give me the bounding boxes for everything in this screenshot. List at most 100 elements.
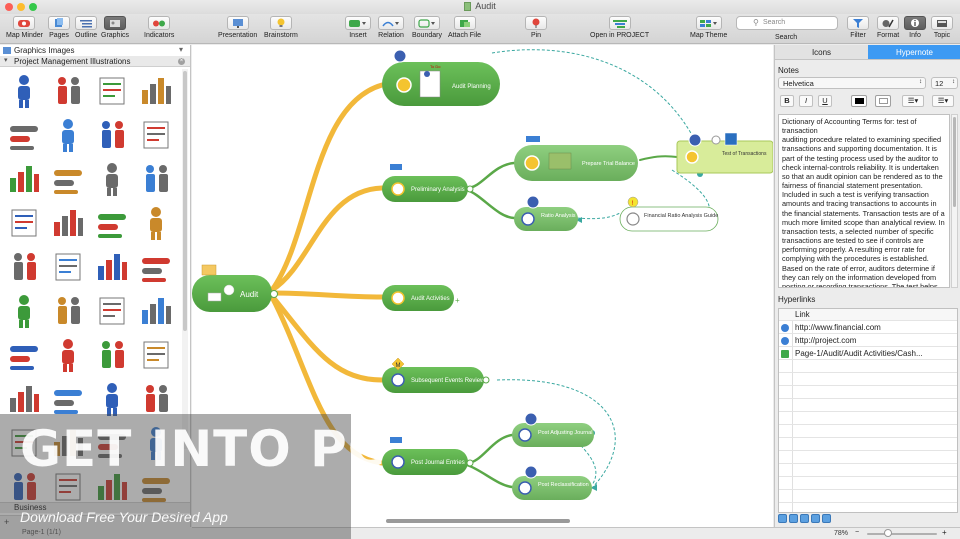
close-window-button[interactable] — [5, 3, 13, 11]
minimize-window-button[interactable] — [17, 3, 25, 11]
toolbar-attach-file[interactable]: Attach File — [448, 16, 481, 39]
topic-preliminary-analysis[interactable]: Preliminary Analysis — [382, 164, 474, 202]
expand-icon[interactable]: + — [455, 296, 460, 305]
topic-post-reclassification[interactable]: Post Reclassification — [512, 465, 592, 500]
clipart-thumbnail[interactable] — [90, 113, 134, 157]
underline-button[interactable]: U — [818, 95, 832, 107]
collapse-toggle[interactable] — [482, 376, 490, 384]
notes-editor[interactable]: Dictionary of Accounting Terms for: test… — [778, 114, 950, 288]
toolbar-pin[interactable]: Pin — [525, 16, 547, 39]
mind-map[interactable]: Audit To Do Audit Planning Prelim — [192, 45, 773, 527]
clipart-thumbnail[interactable] — [46, 465, 90, 509]
canvas-scroll-thumb[interactable] — [386, 519, 570, 523]
clipart-thumbnail[interactable] — [2, 333, 46, 377]
clipart-thumbnail[interactable] — [2, 421, 46, 465]
table-row[interactable]: Page-1/Audit/Audit Activities/Cash... — [779, 348, 957, 360]
add-email-link-icon[interactable] — [811, 514, 820, 523]
zoom-window-button[interactable] — [29, 3, 37, 11]
clipart-thumbnail[interactable] — [2, 69, 46, 113]
clipart-thumbnail[interactable] — [90, 157, 134, 201]
clipart-thumbnail[interactable] — [90, 377, 134, 421]
toolbar-insert[interactable]: Insert — [345, 16, 371, 39]
zoom-out-icon[interactable]: − — [855, 529, 860, 536]
zoom-slider-knob[interactable] — [884, 529, 892, 537]
topic-prepare-trial-balance[interactable]: Prepare Trial Balance — [514, 136, 638, 181]
clipart-thumbnail[interactable] — [2, 157, 46, 201]
table-row[interactable]: http://project.com — [779, 335, 957, 347]
clipart-thumbnail[interactable] — [90, 201, 134, 245]
clipart-thumbnail[interactable] — [46, 289, 90, 333]
library-scrollbar[interactable] — [182, 69, 188, 449]
toolbar-brainstorm[interactable]: Brainstorm — [264, 16, 298, 39]
map-canvas[interactable]: Audit To Do Audit Planning Prelim — [192, 45, 773, 527]
notes-scrollbar[interactable] — [951, 114, 958, 288]
collapse-toggle[interactable] — [466, 185, 474, 193]
clipart-thumbnail[interactable] — [134, 465, 178, 509]
clipart-thumbnail[interactable] — [46, 377, 90, 421]
toolbar-boundary[interactable]: Boundary — [412, 16, 442, 39]
topic-audit-activities[interactable]: Audit Activities + — [382, 285, 460, 311]
clipart-thumbnail[interactable] — [90, 245, 134, 289]
add-topic-link-icon[interactable] — [800, 514, 809, 523]
clipart-thumbnail[interactable] — [46, 333, 90, 377]
category-header[interactable]: ▾ Project Management Illustrations × — [0, 56, 190, 67]
topic-subsequent-events-review[interactable]: Subsequent Events Review M — [382, 357, 490, 393]
topic-post-adjusting-journal[interactable]: Post Adjusting Journal — [512, 412, 594, 447]
add-file-link-icon[interactable] — [789, 514, 798, 523]
toolbar-map-minder[interactable]: Map Minder — [6, 16, 43, 39]
alignment-button[interactable]: ☰▾ — [932, 95, 954, 107]
toolbar-pages[interactable]: Pages — [48, 16, 70, 39]
clipart-thumbnail[interactable] — [2, 113, 46, 157]
list-style-button[interactable]: ☰▾ — [902, 95, 924, 107]
font-family-select[interactable]: Helvetica↕ — [778, 77, 926, 89]
clipart-thumbnail[interactable] — [134, 201, 178, 245]
background-color-swatch[interactable] — [875, 95, 891, 107]
topic-ratio-analysis[interactable]: Ratio Analysis — [514, 195, 578, 231]
add-web-link-icon[interactable] — [778, 514, 787, 523]
clipart-thumbnail[interactable] — [46, 201, 90, 245]
topic-audit[interactable]: Audit — [192, 264, 278, 312]
toolbar-open-in-project[interactable]: Open in PROJECT — [590, 16, 649, 39]
collapse-toggle[interactable] — [270, 290, 278, 298]
remove-category-icon[interactable]: × — [178, 58, 185, 65]
clipart-thumbnail[interactable] — [2, 465, 46, 509]
bold-button[interactable]: B — [780, 95, 794, 107]
canvas-horizontal-scrollbar[interactable] — [192, 517, 773, 525]
clipart-thumbnail[interactable] — [90, 333, 134, 377]
topic-financial-ratio-guide[interactable]: Financial Ratio Analysis Guide ! — [619, 196, 719, 232]
toolbar-topic[interactable]: Topic — [931, 16, 953, 39]
clipart-thumbnail[interactable] — [2, 377, 46, 421]
category-business[interactable]: Business — [0, 502, 190, 513]
add-icon[interactable]: + — [4, 517, 10, 527]
clipart-thumbnail[interactable] — [90, 69, 134, 113]
clipart-thumbnail[interactable] — [2, 289, 46, 333]
toolbar-indicators[interactable]: Indicators — [144, 16, 174, 39]
clipart-thumbnail[interactable] — [46, 157, 90, 201]
table-row[interactable]: http://www.financial.com — [779, 322, 957, 334]
clipart-thumbnail[interactable] — [134, 113, 178, 157]
tab-icons[interactable]: Icons — [775, 45, 868, 60]
clipart-thumbnail[interactable] — [46, 113, 90, 157]
toolbar-outline[interactable]: Outline — [75, 16, 97, 39]
clipart-thumbnail[interactable] — [90, 289, 134, 333]
clipart-thumbnail[interactable] — [134, 421, 178, 465]
clipart-thumbnail[interactable] — [46, 245, 90, 289]
clipart-thumbnail[interactable] — [46, 69, 90, 113]
clipart-thumbnail[interactable] — [46, 421, 90, 465]
library-scroll-thumb[interactable] — [183, 71, 187, 331]
clipart-thumbnail[interactable] — [134, 157, 178, 201]
topic-post-journal-entries[interactable]: Post Journal Entries — [382, 437, 474, 475]
topic-test-of-transactions[interactable]: Test of Transactions — [676, 132, 773, 174]
zoom-in-icon[interactable]: + — [942, 528, 947, 537]
clipart-thumbnail[interactable] — [2, 245, 46, 289]
toolbar-presentation[interactable]: Presentation — [218, 16, 257, 39]
toolbar-map-theme[interactable]: Map Theme — [690, 16, 727, 39]
zoom-slider[interactable] — [867, 533, 937, 535]
add-page-link-icon[interactable] — [822, 514, 831, 523]
text-color-swatch[interactable] — [851, 95, 867, 107]
clipart-thumbnail[interactable] — [134, 333, 178, 377]
tab-hypernote[interactable]: Hypernote — [868, 45, 960, 60]
toolbar-graphics[interactable]: Graphics — [101, 16, 129, 39]
topic-audit-planning[interactable]: To Do Audit Planning — [382, 49, 500, 106]
library-selector[interactable]: Graphics Images ▾ — [0, 45, 190, 56]
